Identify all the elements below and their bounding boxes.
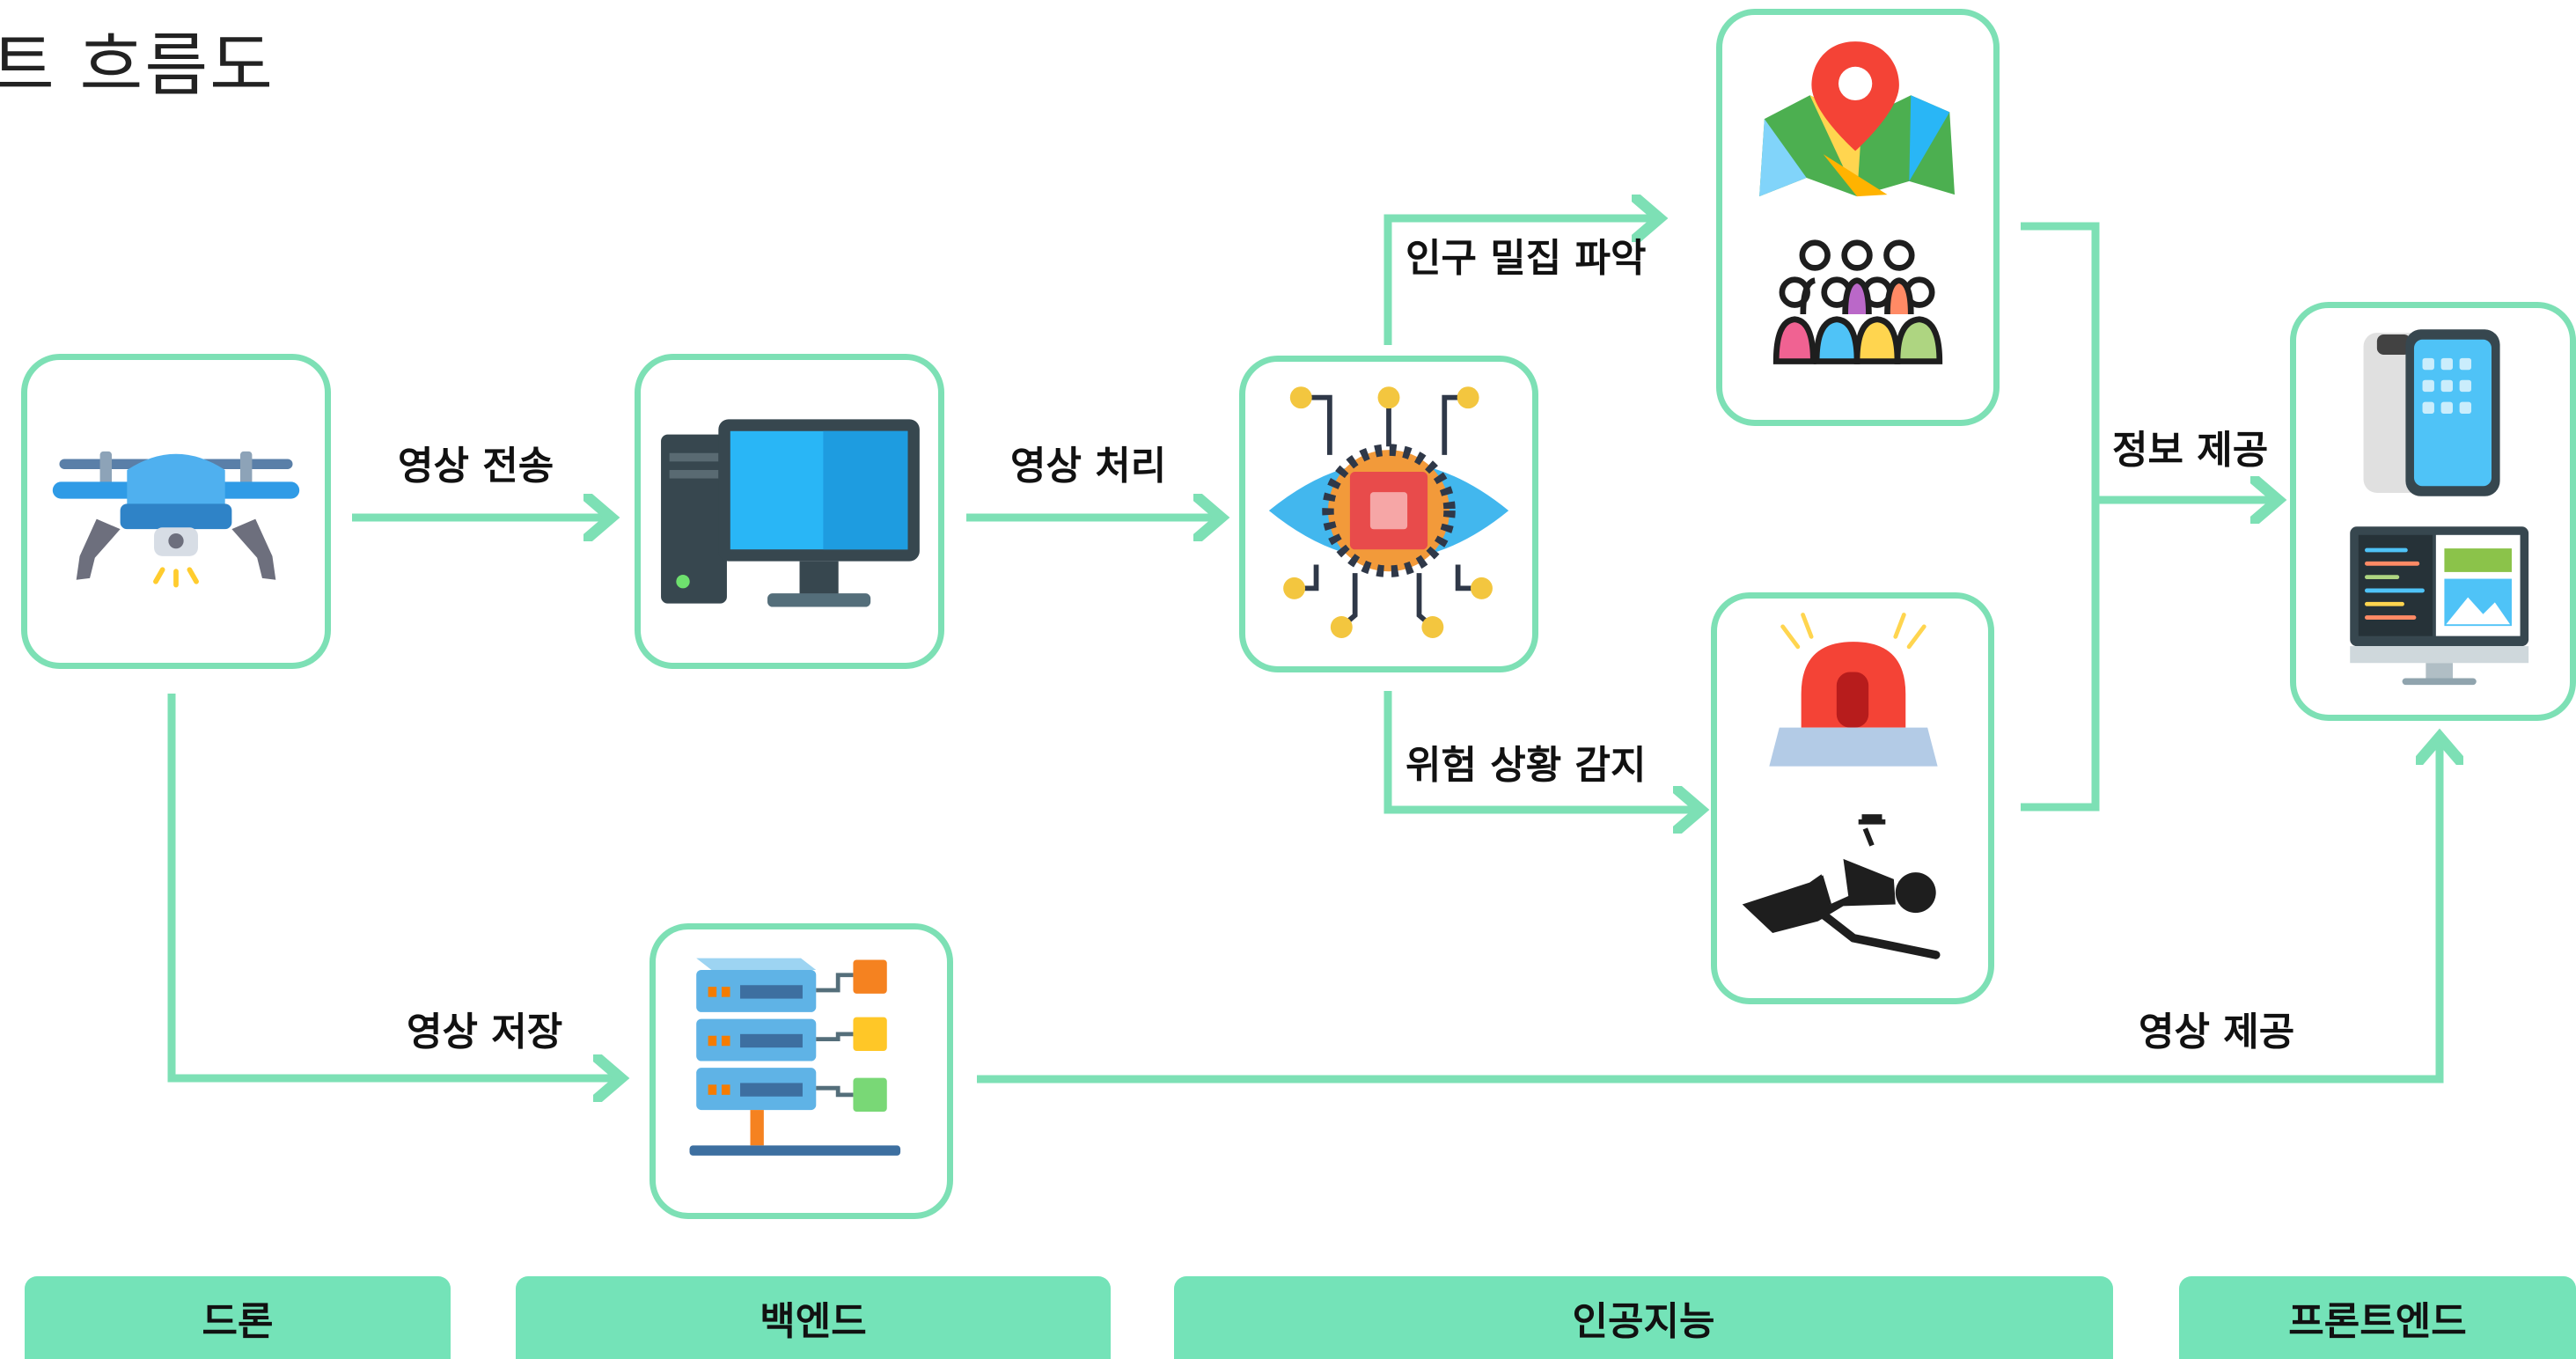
- node-storage-server: [650, 923, 953, 1219]
- node-ai-eye: [1239, 356, 1538, 672]
- phone-and-monitor-icon: [2350, 329, 2529, 686]
- server-database-icon: [689, 958, 901, 1156]
- section-ai: 인공지능: [1174, 1276, 2113, 1359]
- label-crowd-detection: 인구 밀집 파악: [1405, 236, 1647, 281]
- connector-crowd-to-frontend: [2021, 222, 2100, 812]
- siren-and-fallen-person-icon: [1742, 613, 1941, 959]
- label-video-provision: 영상 제공: [2139, 1010, 2295, 1054]
- arrow-ai-to-danger: [1383, 691, 1699, 810]
- arrow-drone-to-storage: [167, 694, 619, 1078]
- ai-eye-chip-icon: [1268, 386, 1509, 638]
- section-frontend: 프론트엔드: [2179, 1276, 2576, 1359]
- label-video-transmission: 영상 전송: [398, 444, 554, 489]
- desktop-computer-icon: [661, 419, 920, 607]
- label-video-storage: 영상 저장: [407, 1010, 563, 1054]
- node-crowd-map: [1716, 9, 2000, 426]
- page-title: 트 흐름도: [0, 26, 275, 106]
- label-danger-detection: 위험 상황 감지: [1405, 743, 1647, 788]
- label-video-processing: 영상 처리: [1010, 444, 1167, 489]
- node-danger: [1711, 592, 1994, 1004]
- node-backend-pc: [635, 354, 944, 669]
- node-drone: [21, 354, 331, 669]
- arrow-ai-to-crowd: [1383, 218, 1657, 345]
- drone-icon: [52, 451, 300, 588]
- arrow-storage-to-frontend: [977, 739, 2440, 1084]
- map-pin-and-crowd-icon: [1759, 41, 1955, 364]
- section-drone: 드론: [25, 1276, 451, 1359]
- section-backend: 백엔드: [516, 1276, 1111, 1359]
- node-frontend-devices: [2290, 302, 2576, 721]
- label-info-provision: 정보 제공: [2112, 428, 2269, 473]
